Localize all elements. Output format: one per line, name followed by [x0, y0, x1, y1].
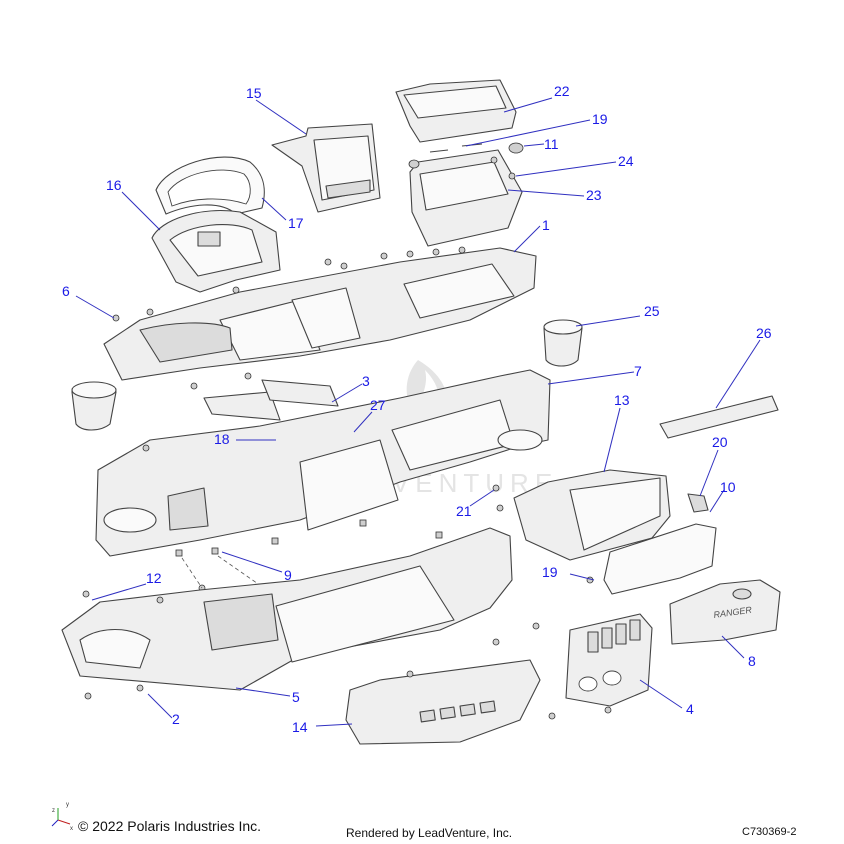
rendered-by-text: Rendered by LeadVenture, Inc.: [346, 826, 513, 840]
callout-24: 24: [618, 153, 634, 169]
part-16-gauge-housing: [151, 210, 281, 293]
callout-25: 25: [644, 303, 660, 319]
leader-lines: [75, 97, 761, 727]
callout-3: 3: [362, 373, 370, 389]
copyright-text: © 2022 Polaris Industries Inc.: [78, 818, 262, 834]
callout-8: 8: [748, 653, 756, 669]
callout-10: 10: [720, 479, 736, 495]
callout-20: 20: [712, 434, 728, 450]
callout-14: 14: [292, 719, 308, 735]
callout-27: 27: [370, 397, 386, 413]
callout-17: 17: [288, 215, 304, 231]
part-7-dash-frame: [95, 369, 551, 557]
callout-numbers: 1 2 3 4 5 6 7 8 9 10 11 12 13 14 15 16 1…: [62, 83, 772, 735]
drawing-id: C730369-2: [742, 826, 797, 838]
callout-4: 4: [686, 701, 694, 717]
callout-21: 21: [456, 503, 472, 519]
callout-1: 1: [542, 217, 550, 233]
callout-15: 15: [246, 85, 262, 101]
callout-6: 6: [62, 283, 70, 299]
callout-16: 16: [106, 177, 122, 193]
callout-22: 22: [554, 83, 570, 99]
part-23-storage-bin: [409, 149, 523, 247]
callout-11: 11: [544, 136, 559, 152]
callout-23: 23: [586, 187, 602, 203]
part-17-gauge-bezel: [155, 156, 265, 215]
part-13-glovebox-tub: [513, 469, 671, 561]
dash-screws-upper: [112, 246, 466, 322]
part-14-lower-panel: [345, 622, 541, 745]
axis-label-x: x: [70, 826, 73, 832]
callout-12: 12: [146, 570, 162, 586]
hardware-top: [408, 142, 524, 180]
callout-9: 9: [284, 567, 292, 583]
callout-5: 5: [292, 689, 300, 705]
callout-13: 13: [614, 392, 630, 408]
part-8-glovebox-door: RANGER: [669, 579, 781, 645]
axis-label-y: y: [66, 802, 69, 808]
part-26-trim-strip: [659, 395, 779, 439]
axis-label-z: z: [52, 808, 55, 814]
axis-triad: y z x: [51, 802, 73, 832]
cup-holders: [71, 319, 583, 431]
callout-7: 7: [634, 363, 642, 379]
part-15-display-bezel: [271, 123, 381, 213]
part-4-switch-bezel: [548, 613, 653, 720]
part-20-latch: [687, 493, 709, 513]
part-3-brackets: [190, 372, 354, 444]
part-22-cover: [395, 79, 517, 143]
callout-19-top: 19: [592, 111, 608, 127]
part-5-lower-dash: [61, 527, 513, 700]
callout-26: 26: [756, 325, 772, 341]
callout-2: 2: [172, 711, 180, 727]
callout-18: 18: [214, 431, 230, 447]
callout-19-lower: 19: [542, 564, 558, 580]
part-10-door-inner: [603, 523, 717, 595]
part-1-upper-dash: [103, 247, 537, 381]
